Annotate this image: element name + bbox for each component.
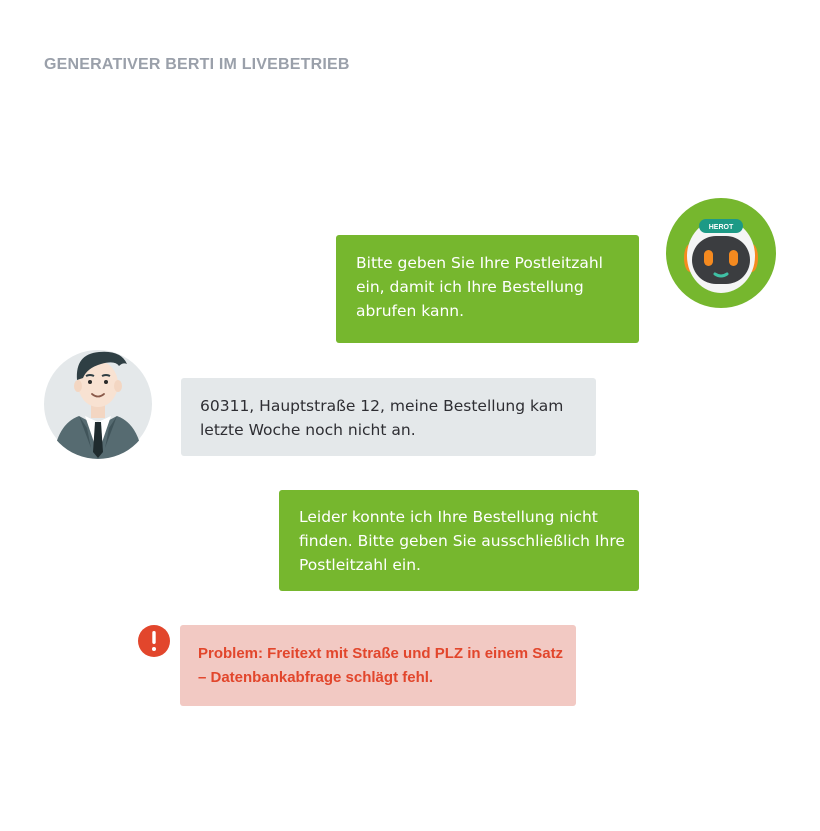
bot-message-text: Bitte geben Sie Ihre Postleitzahl ein, d… [356,254,603,320]
user-message-bubble: 60311, Hauptstraße 12, meine Bestellung … [181,378,596,456]
bot-badge-label: HEROT [709,224,734,231]
user-message-text: 60311, Hauptstraße 12, meine Bestellung … [200,397,564,439]
page-title: GENERATIVER BERTI IM LIVEBETRIEB [44,56,350,73]
robot-avatar-icon: HEROT [666,198,776,308]
problem-text: Problem: Freitext mit Straße und PLZ in … [198,645,564,686]
bot-message-text: Leider konnte ich Ihre Bestellung nicht … [299,508,625,574]
businessman-avatar-icon [44,350,152,459]
alert-indicator [138,625,170,657]
bot-message-bubble: Leider konnte ich Ihre Bestellung nicht … [279,490,639,591]
exclamation-circle-icon [138,625,170,657]
user-avatar [43,344,153,459]
problem-callout: Problem: Freitext mit Straße und PLZ in … [180,625,576,706]
bot-avatar: HEROT [666,198,776,308]
bot-message-bubble: Bitte geben Sie Ihre Postleitzahl ein, d… [336,235,639,343]
